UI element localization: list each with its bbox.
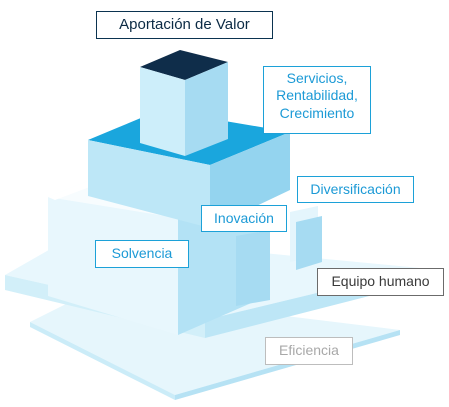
- label-equipo-humano: Equipo humano: [317, 268, 444, 296]
- label-inovacion: Inovación: [201, 205, 287, 232]
- middle-pillars: [236, 216, 322, 306]
- top-cube: [140, 50, 228, 156]
- label-services-line-1: Servicios,: [286, 70, 348, 86]
- label-diversificacion: Diversificación: [297, 176, 414, 203]
- label-aportacion-de-valor: Aportación de Valor: [96, 11, 273, 39]
- label-solvencia: Solvencia: [95, 240, 189, 268]
- label-services-line-2: Rentabilidad,: [276, 87, 358, 104]
- label-servicios-rentabilidad-crecimiento: Servicios, Rentabilidad, Crecimiento: [263, 66, 371, 134]
- label-eficiencia: Eficiencia: [265, 337, 353, 365]
- label-services-line-3: Crecimiento: [279, 104, 355, 121]
